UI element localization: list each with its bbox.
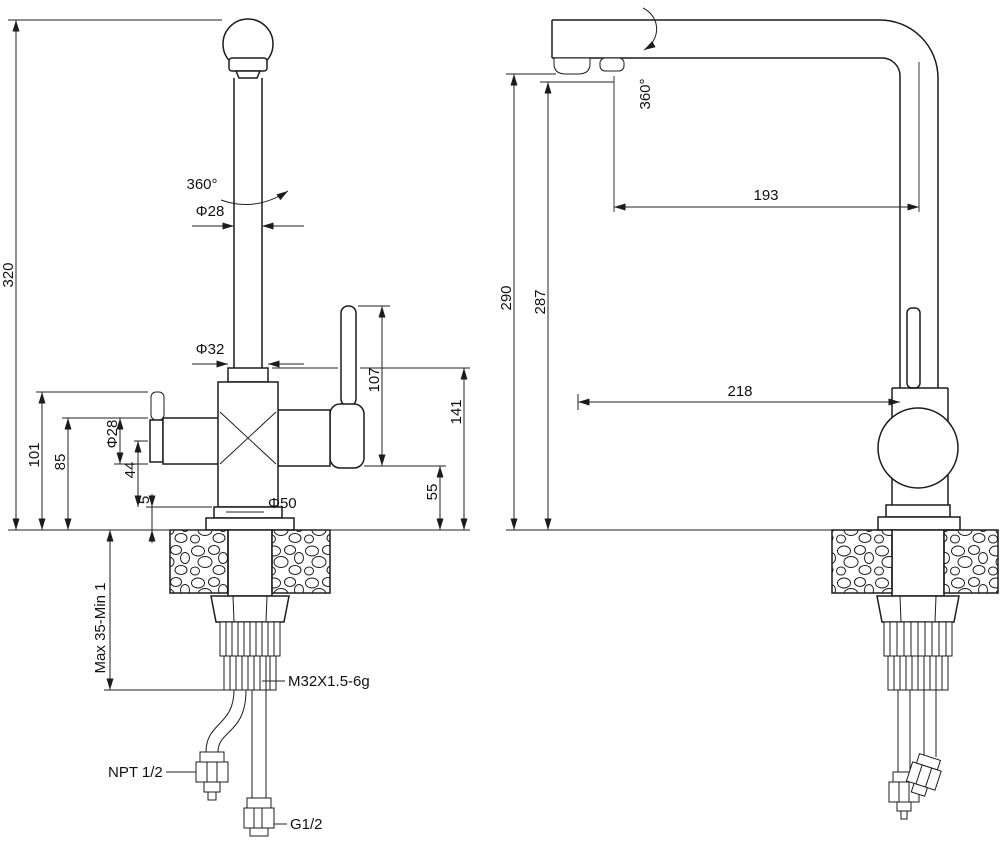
mixer-body [217,381,279,508]
dim-label-141: 141 [448,399,465,424]
spray-head-band [228,57,268,72]
left-handle-arm [162,417,221,465]
side-view: 360° 193 290 287 218 [498,7,999,820]
side-mounting-shank [891,529,945,597]
side-threaded-shank [883,621,953,691]
npt-thread-label: NPT 1/2 [108,764,163,781]
front-countertop [169,529,331,691]
dim-label-320: 320 [0,262,17,287]
dim-label-290: 290 [498,285,515,310]
dim-label-55: 55 [424,484,441,501]
dim-label-collar-dia: Φ32 [196,341,225,358]
base-flange [205,517,295,531]
side-handle-hub [877,407,959,489]
side-swivel-label: 360° [637,78,654,109]
dim-label-287: 287 [532,289,549,314]
left-handle-pin [150,391,165,421]
side-lever-rod [906,307,921,389]
npt-connector-nut [195,761,229,783]
granite-counter-right [271,529,331,594]
spout-inner-profile [552,57,901,388]
side-mounting-nut [876,595,960,623]
granite-counter-left [169,529,229,594]
g-thread-label: G1/2 [290,816,323,833]
side-base-step [885,504,951,518]
g-connector-nut [243,807,275,829]
front-swivel-arrow [220,190,289,206]
dim-label-101: 101 [26,442,43,467]
side-base-flange [877,516,961,531]
front-hoses [195,689,275,837]
right-lever-rod [340,305,357,407]
dim-label-base-dia: Φ50 [268,495,297,512]
side-connector-right [905,752,942,797]
front-view: 320 360° Φ28 Φ32 101 85 [0,18,470,837]
front-swivel-label: 360° [186,176,217,193]
spray-button [599,57,625,72]
aerator [553,57,591,75]
front-dimensions: 320 360° Φ28 Φ32 101 85 [0,19,470,833]
dim-label-5: 5 [136,496,153,504]
spout-neck [234,70,262,79]
side-granite-left [831,529,893,594]
dim-label-handle-dia: Φ28 [104,420,121,449]
mounting-nut [210,595,290,623]
left-handle-cap [149,419,164,463]
dim-label-spout-dia: Φ28 [196,203,225,220]
left-hose [205,689,235,753]
dim-label-193: 193 [753,187,778,204]
right-lever-joint [329,403,365,469]
side-granite-right [943,529,999,594]
side-hoses [888,690,942,820]
side-dimensions: 360° 193 290 287 218 [498,7,920,531]
dim-label-mount-range: Max 35-Min 1 [92,583,109,674]
threaded-shank [219,621,281,691]
thread-spec-label: M32X1.5-6g [288,673,370,690]
side-countertop [831,529,999,691]
spout-outer-profile [552,19,939,388]
spout-collar [227,367,269,383]
side-faucet-body [551,19,961,531]
dim-label-44: 44 [122,462,139,479]
dim-label-85: 85 [52,454,69,471]
side-swivel-arrow [642,7,658,51]
front-faucet-body [149,18,365,531]
dim-label-218: 218 [727,383,752,400]
mounting-shank [227,529,273,597]
dim-label-107: 107 [366,367,383,392]
right-handle-arm [277,409,331,467]
